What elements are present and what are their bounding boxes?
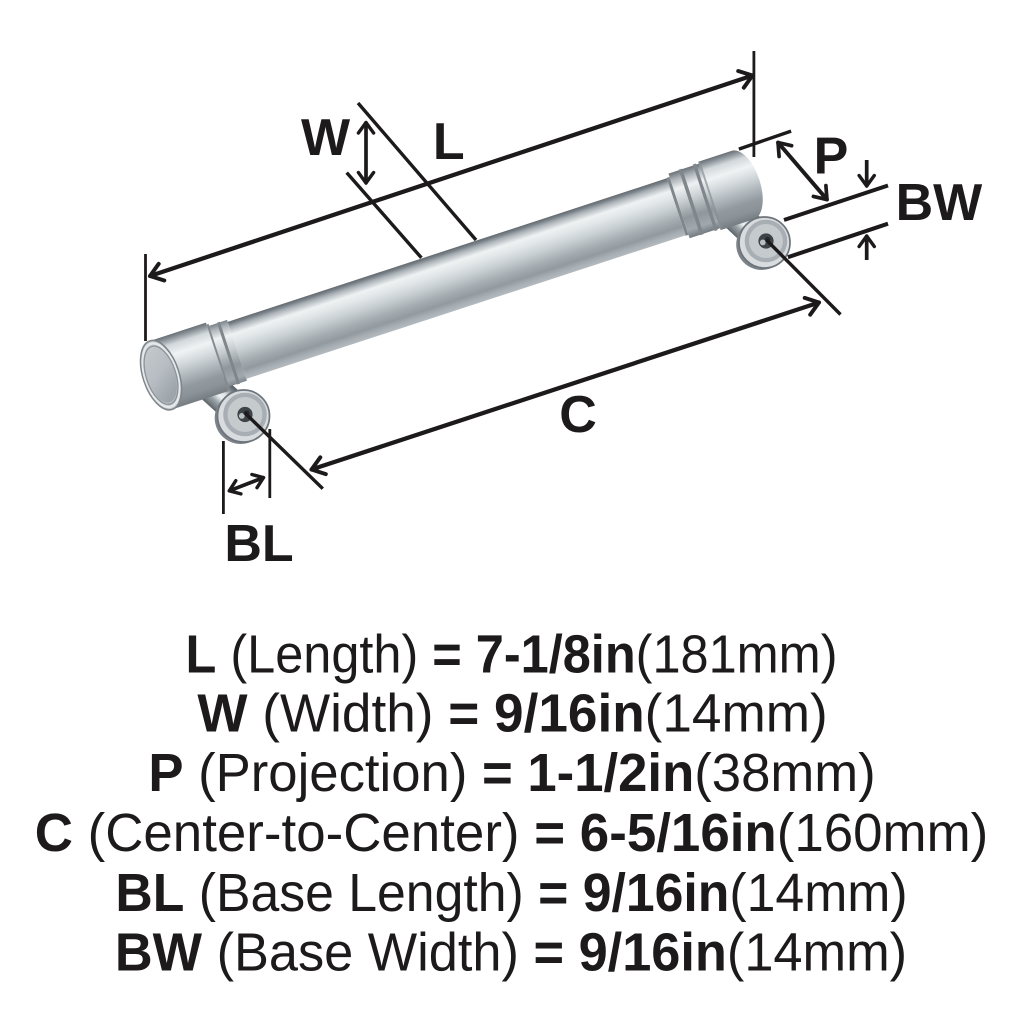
svg-text:W (Width) = 9/16in(14mm): W (Width) = 9/16in(14mm) — [197, 684, 827, 743]
svg-text:C: C — [559, 386, 597, 444]
svg-text:BL: BL — [224, 515, 293, 573]
svg-text:L: L — [433, 113, 465, 171]
svg-text:L (Length) = 7-1/8in(181mm): L (Length) = 7-1/8in(181mm) — [185, 625, 837, 685]
svg-text:W: W — [301, 109, 351, 167]
svg-text:BW: BW — [896, 174, 984, 232]
svg-text:P: P — [814, 128, 849, 186]
svg-text:BW (Base Width) = 9/16in(14mm): BW (Base Width) = 9/16in(14mm) — [115, 923, 907, 983]
svg-text:P (Projection) = 1-1/2in(38mm): P (Projection) = 1-1/2in(38mm) — [148, 743, 875, 803]
svg-text:C (Center-to-Center) = 6-5/16i: C (Center-to-Center) = 6-5/16in(160mm) — [35, 804, 989, 864]
svg-text:BL (Base Length) = 9/16in(14mm: BL (Base Length) = 9/16in(14mm) — [115, 863, 907, 923]
